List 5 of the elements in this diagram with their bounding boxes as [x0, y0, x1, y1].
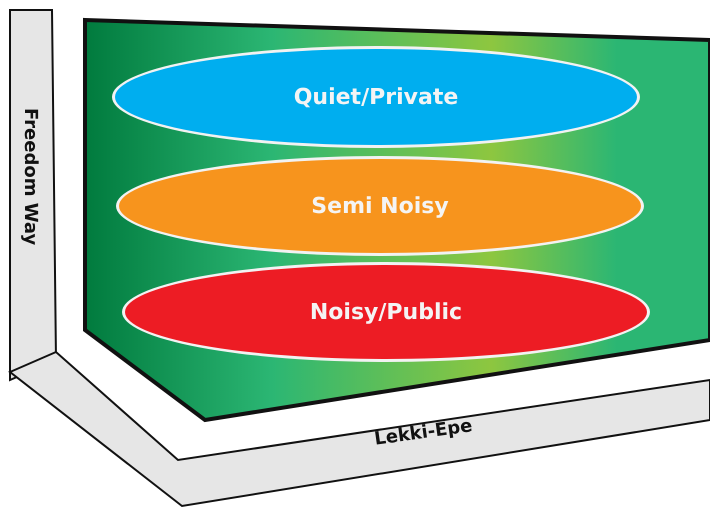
zone-label: Quiet/Private — [294, 84, 458, 110]
road-name: Freedom Way — [20, 108, 41, 246]
zone-label: Noisy/Public — [310, 300, 462, 324]
zone-label: Semi Noisy — [311, 194, 449, 218]
road-name: Lekki-Epe — [373, 415, 474, 450]
